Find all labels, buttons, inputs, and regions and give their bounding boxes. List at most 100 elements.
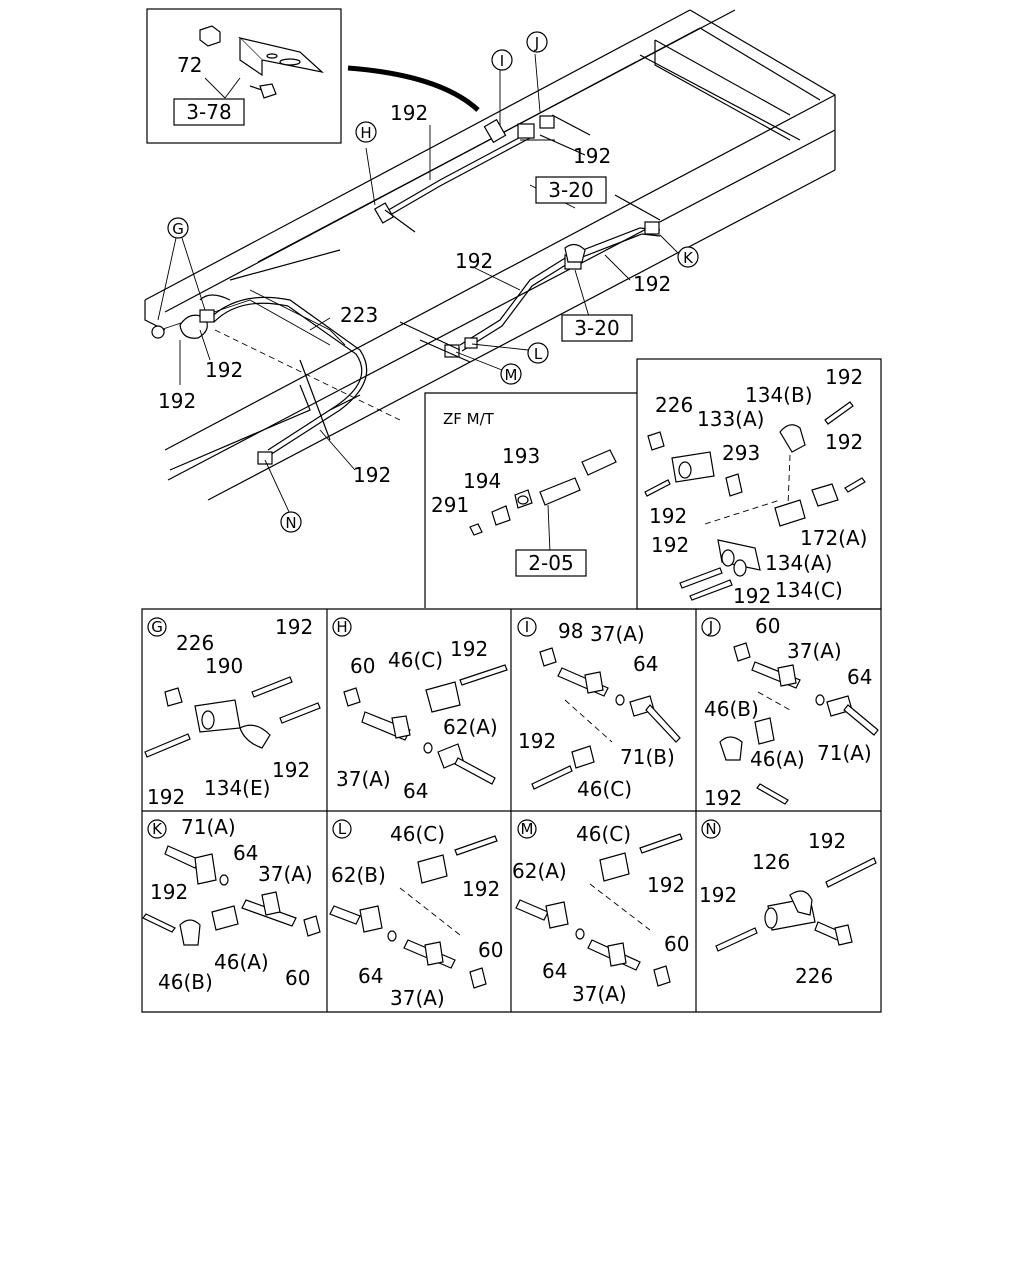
- ref-box: [535, 176, 607, 204]
- panel-n: N 192 126 192 226: [699, 819, 877, 988]
- callout-j: J: [534, 34, 539, 52]
- callout-m: M: [505, 366, 518, 384]
- label-192: 192: [147, 785, 185, 809]
- panel-letter: I: [525, 618, 529, 636]
- label-134a: 134(A): [765, 551, 832, 575]
- ref-box: [515, 549, 587, 577]
- panel-l: L 46(C) 62(B) 192 64 60 37(A): [329, 819, 503, 1010]
- panel-letter: M: [521, 820, 534, 838]
- label-62a: 62(A): [512, 859, 567, 883]
- label-190: 190: [205, 654, 243, 678]
- label-192: 192: [390, 101, 428, 125]
- label-64: 64: [633, 652, 658, 676]
- label-46c: 46(C): [390, 822, 445, 846]
- label-134e: 134(E): [204, 776, 270, 800]
- label-192: 192: [704, 786, 742, 810]
- label-72: 72: [177, 53, 202, 77]
- panel-g: G 226 190 192 192 192 134(E): [144, 615, 321, 809]
- label-192: 192: [462, 877, 500, 901]
- label-194: 194: [463, 469, 501, 493]
- main-fittings: [151, 114, 661, 465]
- panel-i: I 98 37(A) 64 192 71(B) 46(C): [517, 617, 681, 801]
- label-62b: 62(B): [331, 863, 386, 887]
- label-46c: 46(C): [576, 822, 631, 846]
- right-detail-panel: 226 133(A) 134(B) 192 192 293 192 172(A)…: [636, 358, 882, 610]
- label-192: 192: [450, 637, 488, 661]
- label-192: 192: [455, 249, 493, 273]
- label-71a: 71(A): [181, 815, 236, 839]
- label-60: 60: [478, 938, 503, 962]
- label-62a: 62(A): [443, 715, 498, 739]
- panel-letter: L: [338, 820, 347, 838]
- label-226: 226: [795, 964, 833, 988]
- label-134b: 134(B): [745, 383, 813, 407]
- label-192: 192: [353, 463, 391, 487]
- label-192: 192: [272, 758, 310, 782]
- label-37a: 37(A): [787, 639, 842, 663]
- label-98: 98: [558, 619, 583, 643]
- label-46b: 46(B): [704, 697, 759, 721]
- label-192: 192: [573, 144, 611, 168]
- panel-j: J 60 37(A) 64 46(B) 46(A) 71(A) 192: [701, 614, 879, 810]
- main-labels: 192 192 192 192 223 192 192 192 3-20 3-2…: [158, 101, 671, 487]
- label-71a: 71(A): [817, 741, 872, 765]
- label-71b: 71(B): [620, 745, 675, 769]
- label-192: 192: [158, 389, 196, 413]
- label-60: 60: [664, 932, 689, 956]
- panel-letter: H: [336, 618, 347, 636]
- label-192: 192: [808, 829, 846, 853]
- label-46c: 46(C): [577, 777, 632, 801]
- label-37a: 37(A): [572, 982, 627, 1006]
- zf-title: ZF M/T: [443, 410, 495, 428]
- label-192: 192: [647, 873, 685, 897]
- label-64: 64: [233, 841, 258, 865]
- label-192: 192: [699, 883, 737, 907]
- label-37a: 37(A): [390, 986, 445, 1010]
- label-60: 60: [755, 614, 780, 638]
- panel-letter: G: [151, 618, 163, 636]
- label-64: 64: [542, 959, 567, 983]
- panel-letter: K: [152, 820, 163, 838]
- label-223: 223: [340, 303, 378, 327]
- ref-3-20: 3-20: [574, 316, 619, 340]
- chassis-frame: [144, 9, 836, 501]
- label-64: 64: [847, 665, 872, 689]
- label-192: 192: [150, 880, 188, 904]
- label-192: 192: [825, 430, 863, 454]
- callout-n: N: [285, 514, 296, 532]
- label-60: 60: [285, 966, 310, 990]
- label-192: 192: [275, 615, 313, 639]
- panel-letter: N: [705, 820, 716, 838]
- label-192: 192: [633, 272, 671, 296]
- label-60: 60: [350, 654, 375, 678]
- label-192: 192: [651, 533, 689, 557]
- label-126: 126: [752, 850, 790, 874]
- label-46a: 46(A): [750, 747, 805, 771]
- label-64: 64: [358, 964, 383, 988]
- panel-k: K 71(A) 64 37(A) 192 46(B) 46(A) 60: [142, 815, 321, 994]
- panel-m: M 46(C) 62(A) 192 64 60 37(A): [512, 819, 689, 1006]
- air-pipes: [209, 131, 661, 456]
- callout-k: K: [683, 249, 694, 267]
- label-46a: 46(A): [214, 950, 269, 974]
- detail-grid: [141, 608, 882, 1013]
- zf-mt-panel: ZF M/T 193 194 291 2-05: [424, 392, 637, 608]
- label-133a: 133(A): [697, 407, 764, 431]
- inset-3-78: 72 3-78: [146, 8, 480, 144]
- label-37a: 37(A): [336, 767, 391, 791]
- label-192: 192: [205, 358, 243, 382]
- label-37a: 37(A): [258, 862, 313, 886]
- label-226: 226: [655, 393, 693, 417]
- label-46b: 46(B): [158, 970, 213, 994]
- label-192: 192: [518, 729, 556, 753]
- callout-circles: G H I J K L M N: [167, 31, 699, 533]
- main-leaders: [157, 53, 681, 515]
- label-192: 192: [649, 504, 687, 528]
- label-226: 226: [176, 631, 214, 655]
- callout-l: L: [534, 345, 543, 363]
- label-193: 193: [502, 444, 540, 468]
- label-291: 291: [431, 493, 469, 517]
- panel-h: H 60 46(C) 192 62(A) 37(A) 64: [332, 617, 508, 803]
